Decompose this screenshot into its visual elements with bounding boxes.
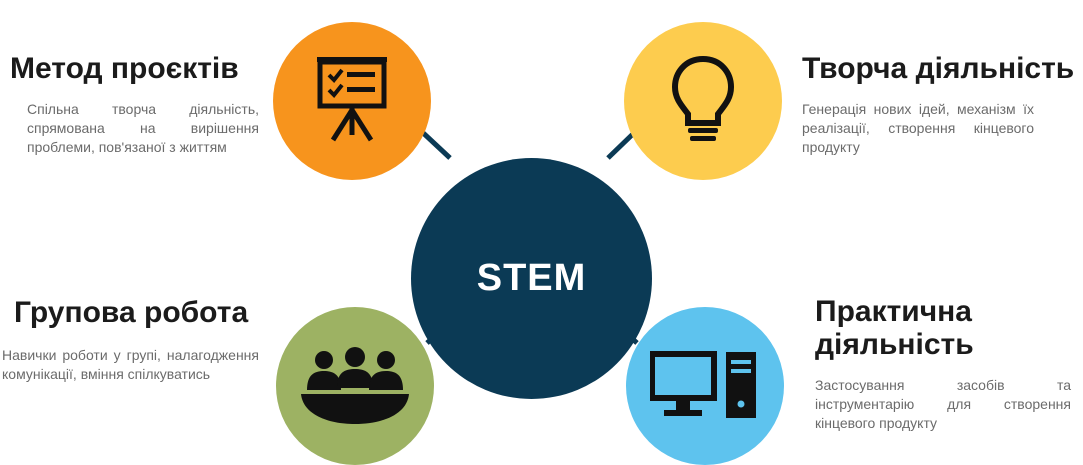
practical-title-line1: Практична	[815, 295, 972, 328]
practical-description: Застосування засобів та інструментарію д…	[815, 377, 1071, 431]
group-work-title: Групова робота	[14, 296, 249, 329]
projects-title: Метод проєктів	[10, 52, 239, 85]
stem-hub-circle: STEM	[411, 158, 652, 399]
presentation-board-checklist-icon	[317, 57, 387, 142]
group-work-circle	[276, 307, 434, 465]
group-meeting-icon	[301, 347, 409, 424]
creative-description: Генерація нових ідей, механізм їх реаліз…	[802, 101, 1034, 155]
projects-description: Спільна творча діяльність, спрямована на…	[27, 101, 259, 155]
creative-title: Творча діяльність	[802, 52, 1075, 85]
creative-circle	[624, 22, 782, 180]
projects-circle	[273, 22, 431, 180]
practical-title: Практична діяльність	[815, 295, 974, 361]
practical-circle	[626, 307, 784, 465]
lightbulb-icon	[671, 55, 735, 141]
group-work-description: Навички роботи у групі, налагодження ком…	[2, 347, 259, 382]
hub-label: STEM	[476, 257, 587, 299]
practical-title-line2: діяльність	[815, 328, 974, 361]
connector-top-left	[418, 128, 452, 160]
desktop-computer-icon	[650, 351, 756, 418]
